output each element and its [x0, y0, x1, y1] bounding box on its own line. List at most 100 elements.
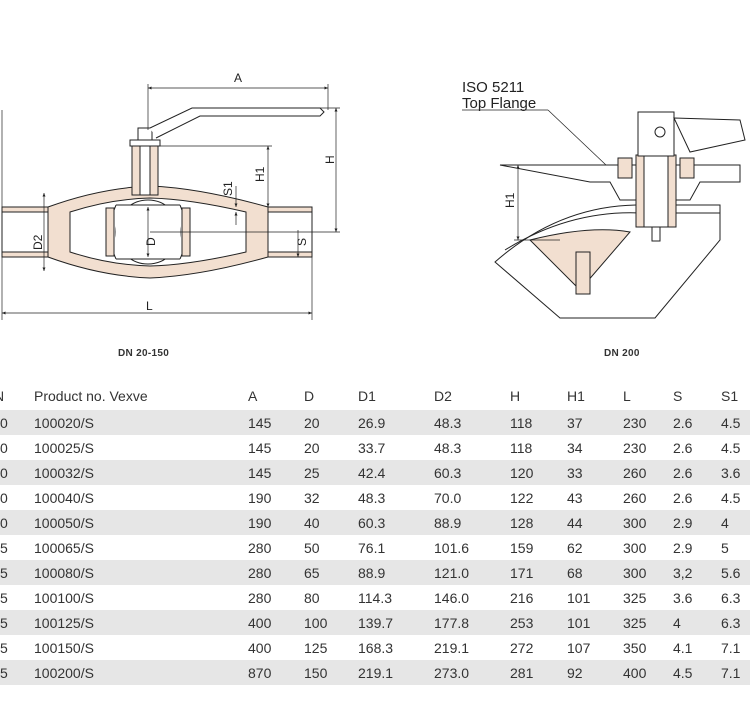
cell-h: 171 [510, 560, 567, 585]
valve-drawings: A H H1 S1 D2 D S L H1 ISO 5211 Top Flang… [1, 71, 746, 320]
dim-label-l: L [146, 299, 153, 313]
cell-a: 190 [248, 510, 304, 535]
cell-dn: 5 [0, 560, 10, 585]
cell-h: 122 [510, 485, 567, 510]
cell-d1: 219.1 [358, 660, 434, 685]
cell-s: 4.5 [673, 660, 721, 685]
cell-s1: 6.3 [721, 610, 750, 635]
cell-s1: 4.5 [721, 485, 750, 510]
spec-table: N Product no. Vexve A D D1 D2 H H1 L S S… [0, 382, 750, 685]
cell-h1: 92 [567, 660, 623, 685]
cell-h: 120 [510, 460, 567, 485]
cell-dn: 0 [0, 485, 10, 510]
cell-l: 350 [623, 635, 673, 660]
cell-h: 159 [510, 535, 567, 560]
cell-s: 2.6 [673, 460, 721, 485]
cell-h: 128 [510, 510, 567, 535]
cell-d2: 146.0 [434, 585, 510, 610]
cell-s: 2.6 [673, 485, 721, 510]
dim-label-s1: S1 [221, 181, 235, 196]
header-d: D [304, 388, 315, 404]
cell-h1: 68 [567, 560, 623, 585]
cell-product: 100150/S [10, 635, 248, 660]
cell-product: 100200/S [10, 660, 248, 685]
dim-label-d2: D2 [31, 234, 45, 250]
cell-d1: 114.3 [358, 585, 434, 610]
cell-d1: 60.3 [358, 510, 434, 535]
cell-h1: 107 [567, 635, 623, 660]
cell-s1: 4.5 [721, 435, 750, 460]
cell-a: 400 [248, 635, 304, 660]
cell-d: 50 [304, 535, 358, 560]
cell-l: 230 [623, 410, 673, 435]
cell-d2: 70.0 [434, 485, 510, 510]
cell-h1: 101 [567, 610, 623, 635]
cell-product: 100080/S [10, 560, 248, 585]
cell-dn: 5 [0, 660, 10, 685]
cell-dn: 5 [0, 585, 10, 610]
cell-d2: 48.3 [434, 410, 510, 435]
cell-a: 145 [248, 460, 304, 485]
cell-a: 145 [248, 410, 304, 435]
flange-label-iso: ISO 5211 [462, 79, 524, 96]
header-s1: S1 [721, 388, 739, 404]
dim-label-d: D [144, 237, 158, 246]
dim-label-s: S [295, 238, 309, 246]
header-product: Product no. Vexve [34, 388, 148, 404]
cell-h: 281 [510, 660, 567, 685]
cell-s1: 6.3 [721, 585, 750, 610]
cell-s1: 7.1 [721, 635, 750, 660]
cell-l: 325 [623, 610, 673, 635]
cell-s: 4.1 [673, 635, 721, 660]
cell-s: 2.6 [673, 435, 721, 460]
header-h1: H1 [567, 388, 585, 404]
cell-s: 3.6 [673, 585, 721, 610]
header-dn: N [0, 382, 10, 410]
caption-dn200: DN 200 [604, 348, 640, 359]
cell-d: 40 [304, 510, 358, 535]
cell-s: 2.9 [673, 510, 721, 535]
cell-dn: 5 [0, 535, 10, 560]
cell-d2: 60.3 [434, 460, 510, 485]
cell-d1: 33.7 [358, 435, 434, 460]
cell-product: 100032/S [10, 460, 248, 485]
cell-d: 20 [304, 410, 358, 435]
header-d1: D1 [358, 388, 376, 404]
cell-d1: 48.3 [358, 485, 434, 510]
cell-s1: 3.6 [721, 460, 750, 485]
cell-d1: 88.9 [358, 560, 434, 585]
header-a: A [248, 388, 258, 404]
dim-label-h1-right: H1 [503, 192, 517, 208]
cell-l: 325 [623, 585, 673, 610]
cell-dn: 0 [0, 435, 10, 460]
cell-l: 300 [623, 535, 673, 560]
cell-d: 125 [304, 635, 358, 660]
flange-label-top-flange: Top Flange [462, 95, 536, 112]
cell-d2: 273.0 [434, 660, 510, 685]
cell-product: 100020/S [10, 410, 248, 435]
header-s: S [673, 388, 683, 404]
cell-product: 100100/S [10, 585, 248, 610]
cell-d2: 101.6 [434, 535, 510, 560]
cell-dn: 5 [0, 635, 10, 660]
cell-dn: 0 [0, 410, 10, 435]
cell-d1: 26.9 [358, 410, 434, 435]
cell-d: 150 [304, 660, 358, 685]
cell-s: 2.9 [673, 535, 721, 560]
cell-s1: 4 [721, 510, 750, 535]
table-header-row: N Product no. Vexve A D D1 D2 H H1 L S S… [0, 382, 750, 410]
cell-a: 280 [248, 535, 304, 560]
cell-dn: 0 [0, 460, 10, 485]
cell-h: 118 [510, 410, 567, 435]
cell-product: 100025/S [10, 435, 248, 460]
cell-d: 80 [304, 585, 358, 610]
